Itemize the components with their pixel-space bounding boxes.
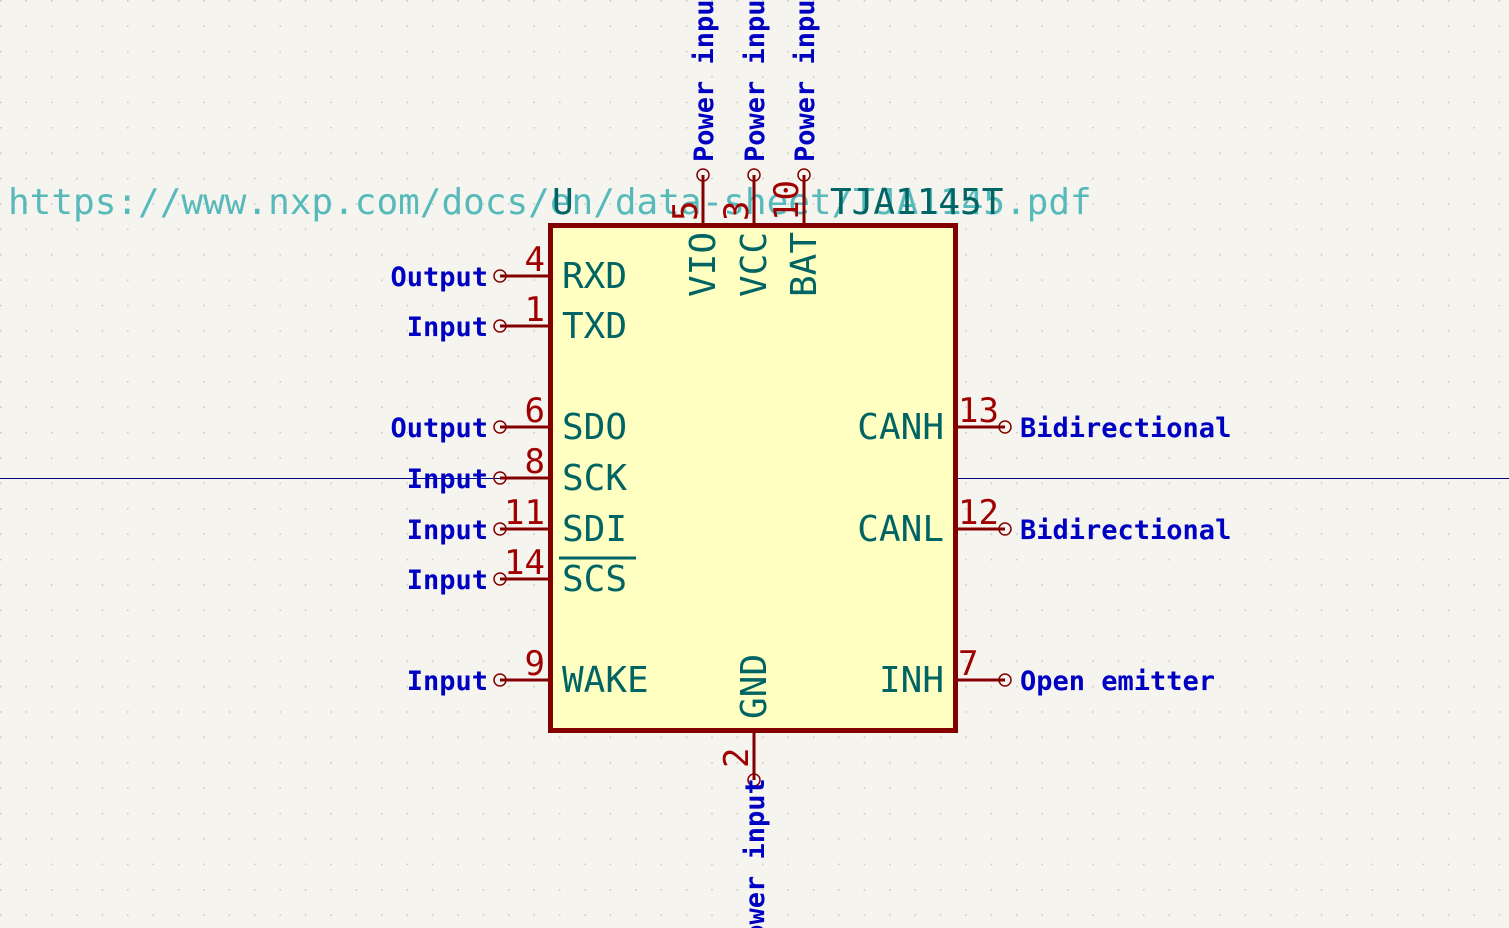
pin-connection-point[interactable] <box>493 420 507 434</box>
pin-name: CANH <box>857 407 944 448</box>
pin-number: 3 <box>717 201 757 221</box>
pin-connection-point[interactable] <box>493 673 507 687</box>
pin-sdi[interactable]: 11 SDI Input <box>407 493 627 550</box>
pin-number: 8 <box>525 442 545 482</box>
pin-name: VCC <box>734 232 775 297</box>
pin-connection-point[interactable] <box>797 168 811 182</box>
pin-electrical-type: Input <box>407 666 488 697</box>
pin-electrical-type: Power input <box>790 0 821 162</box>
pin-number: 7 <box>958 644 978 684</box>
pin-electrical-type: Input <box>407 565 488 596</box>
pin-name: WAKE <box>562 660 649 701</box>
pin-name: TXD <box>562 306 627 347</box>
pin-name: CANL <box>857 509 944 550</box>
pin-number: 11 <box>504 493 545 533</box>
pin-electrical-type: Bidirectional <box>1020 413 1231 444</box>
pin-electrical-type: Output <box>390 413 488 444</box>
reference-designator[interactable]: U <box>552 182 574 223</box>
pin-number: 9 <box>525 644 545 684</box>
pin-electrical-type: Input <box>407 464 488 495</box>
pin-name: SCS <box>562 559 627 600</box>
pin-rxd[interactable]: 4 RXD Output <box>390 240 627 297</box>
pin-number: 10 <box>767 180 807 221</box>
pin-connection-point[interactable] <box>493 572 507 586</box>
pin-electrical-type: Power input <box>740 0 771 162</box>
pin-connection-point[interactable] <box>696 168 710 182</box>
pin-electrical-type: Input <box>407 312 488 343</box>
pin-electrical-type: Output <box>390 262 488 293</box>
pin-connection-point[interactable] <box>493 319 507 333</box>
pin-number: 14 <box>504 543 545 583</box>
pin-electrical-type: Input <box>407 515 488 546</box>
pin-canh[interactable]: 13 CANH Bidirectional <box>857 391 1231 448</box>
pin-name: GND <box>734 654 775 719</box>
pin-canl[interactable]: 12 CANL Bidirectional <box>857 493 1231 550</box>
pin-number: 13 <box>958 391 999 431</box>
pin-sdo[interactable]: 6 SDO Output <box>390 391 627 448</box>
pin-electrical-type: Power input <box>689 0 720 162</box>
pin-inh[interactable]: 7 INH Open emitter <box>879 644 1215 701</box>
pin-gnd[interactable]: 2 GND Power input <box>717 654 775 928</box>
pin-number: 1 <box>525 290 545 330</box>
pin-connection-point[interactable] <box>493 471 507 485</box>
pin-name: SDO <box>562 407 627 448</box>
pin-connection-point[interactable] <box>998 673 1012 687</box>
pin-name: SDI <box>562 509 627 550</box>
pin-txd[interactable]: 1 TXD Input <box>407 290 627 347</box>
pin-connection-point[interactable] <box>493 522 507 536</box>
pin-name: SCK <box>562 458 627 499</box>
pin-connection-point[interactable] <box>493 269 507 283</box>
pin-connection-point[interactable] <box>998 420 1012 434</box>
pin-number: 2 <box>717 748 757 768</box>
pin-name: VIO <box>683 232 724 297</box>
pin-number: 4 <box>525 240 545 280</box>
pin-name: RXD <box>562 256 627 297</box>
pin-number: 12 <box>958 493 999 533</box>
pin-name: INH <box>879 660 944 701</box>
pin-wake[interactable]: 9 WAKE Input <box>407 644 649 701</box>
pin-connection-point[interactable] <box>747 168 761 182</box>
pin-electrical-type: Open emitter <box>1020 666 1215 697</box>
pin-name: BAT <box>784 232 825 297</box>
datasheet-field[interactable]: https://www.nxp.com/docs/en/data-sheet/T… <box>8 182 1092 223</box>
pin-number: 5 <box>666 201 706 221</box>
pin-number: 6 <box>525 391 545 431</box>
pin-scs[interactable]: 14 SCS Input <box>407 543 636 600</box>
pin-sck[interactable]: 8 SCK Input <box>407 442 628 499</box>
pin-connection-point[interactable] <box>998 522 1012 536</box>
pin-electrical-type: Bidirectional <box>1020 515 1231 546</box>
pin-connection-point[interactable] <box>747 773 761 787</box>
value-field[interactable]: TJA1145T <box>830 182 1003 223</box>
pin-electrical-type: Power input <box>740 778 771 928</box>
